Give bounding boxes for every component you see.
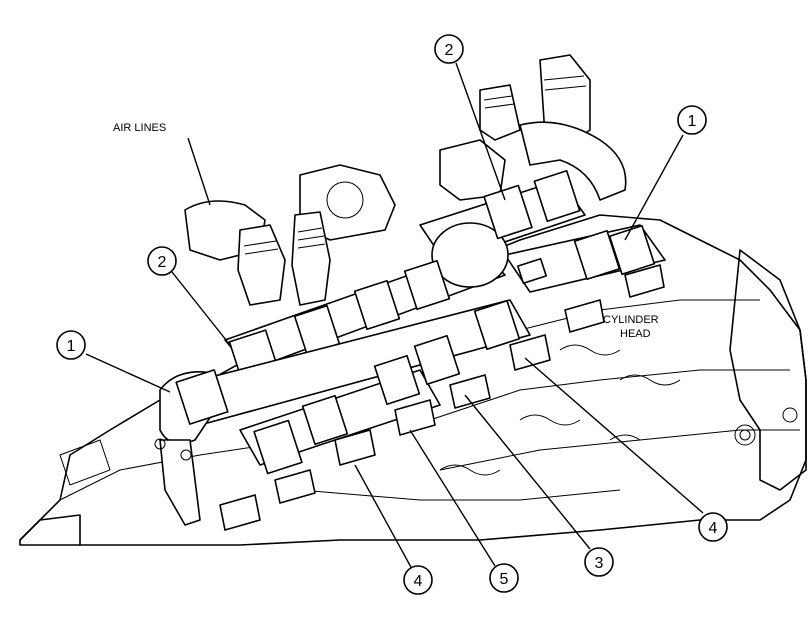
callout-4-bottom: 4 xyxy=(403,565,433,595)
callout-number: 2 xyxy=(445,42,454,59)
callout-1-right: 1 xyxy=(677,105,707,135)
lower-manifold xyxy=(154,264,665,531)
callout-number: 1 xyxy=(688,113,697,130)
callout-number: 3 xyxy=(595,555,604,572)
callout-2-top: 2 xyxy=(434,34,464,64)
upper-manifold xyxy=(224,169,666,383)
air-lines-label: AIR LINES xyxy=(113,122,166,134)
cylinder-head-label-line1: CYLINDER xyxy=(603,314,659,326)
engine-block xyxy=(19,214,807,546)
cylinder-head-label-line2: HEAD xyxy=(620,328,651,340)
callout-1-left: 1 xyxy=(56,330,86,360)
callout-number: 4 xyxy=(709,520,718,537)
callout-number: 4 xyxy=(414,573,423,590)
callout-number: 5 xyxy=(500,571,509,588)
turbocharger-piping xyxy=(184,54,627,306)
callout-number: 2 xyxy=(158,254,167,271)
leader-lines xyxy=(85,62,704,570)
callout-number: 1 xyxy=(67,338,76,355)
callout-5: 5 xyxy=(489,563,519,593)
callout-4-right: 4 xyxy=(698,512,728,542)
callout-3: 3 xyxy=(584,547,614,577)
callout-2-left: 2 xyxy=(147,246,177,276)
